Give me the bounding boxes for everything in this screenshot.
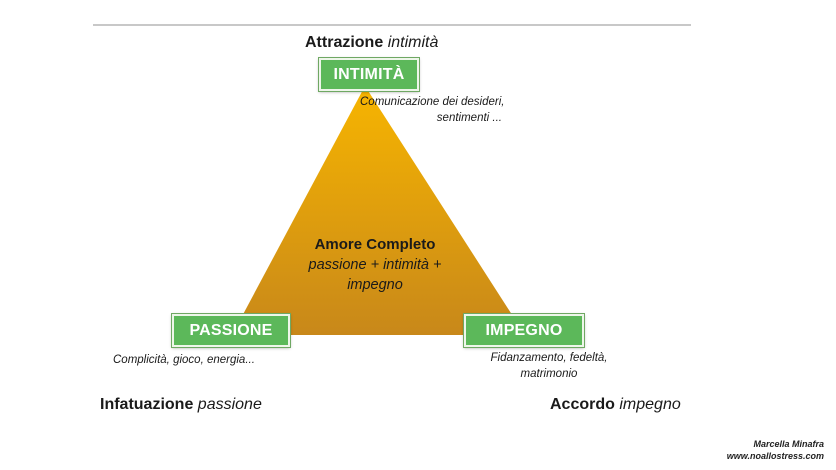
heading-infatuazione-bold: Infatuazione — [100, 396, 194, 413]
vertex-passione-label: PASSIONE — [189, 321, 273, 339]
heading-accordo: Accordo impegno — [550, 396, 681, 414]
top-divider — [93, 24, 691, 26]
author-signature: Marcella Minafra www.noallostress.com — [727, 438, 824, 462]
vertex-intimita-label: INTIMITÀ — [333, 65, 405, 83]
center-title: Amore Completo — [314, 236, 436, 253]
vertex-impegno-label: IMPEGNO — [485, 321, 563, 339]
note-impegno-line2: matrimonio — [520, 368, 578, 380]
center-line1: passione + intimità + — [308, 257, 442, 273]
heading-attrazione-italic: intimità — [387, 34, 439, 51]
heading-infatuazione-italic: passione — [197, 396, 262, 413]
center-label: Amore Completo passione + intimità + imp… — [290, 235, 460, 295]
note-intimita: Comunicazione dei desideri, sentimenti .… — [360, 94, 505, 126]
center-line2: impegno — [347, 277, 403, 293]
note-passione: Complicità, gioco, energia... — [113, 352, 255, 368]
note-impegno-line1: Fidanzamento, fedeltà, — [490, 352, 608, 364]
vertex-intimita: INTIMITÀ — [318, 57, 420, 92]
author-name: Marcella Minafra — [753, 439, 824, 449]
note-impegno: Fidanzamento, fedeltà, matrimonio — [478, 350, 620, 382]
heading-attrazione: Attrazione intimità — [305, 34, 438, 52]
heading-infatuazione: Infatuazione passione — [100, 396, 262, 414]
author-site: www.noallostress.com — [726, 451, 824, 461]
note-intimita-line2: sentimenti ... — [436, 112, 502, 124]
heading-attrazione-bold: Attrazione — [305, 34, 384, 51]
heading-accordo-bold: Accordo — [550, 396, 615, 413]
note-passione-text: Complicità, gioco, energia... — [113, 354, 255, 366]
vertex-impegno: IMPEGNO — [463, 313, 585, 348]
triangle-shape — [232, 86, 525, 335]
heading-accordo-italic: impegno — [619, 396, 681, 413]
note-intimita-line1: Comunicazione dei desideri, — [360, 96, 505, 108]
vertex-passione: PASSIONE — [171, 313, 291, 348]
